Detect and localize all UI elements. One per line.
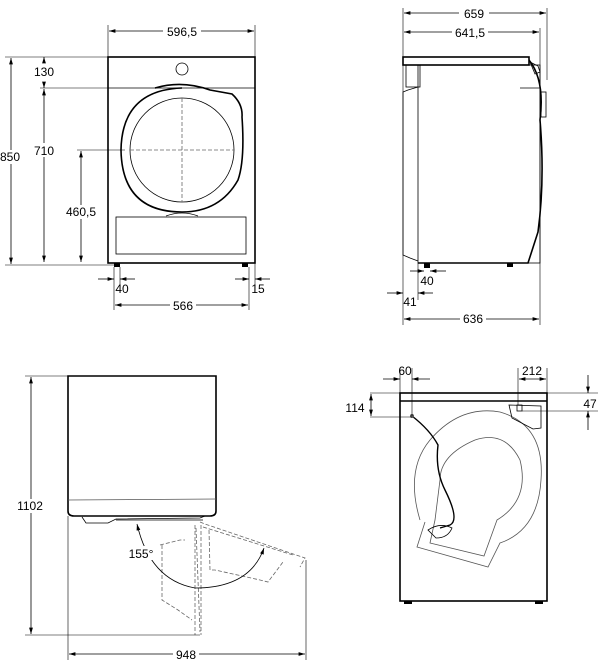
door-outline [120, 83, 244, 213]
top-panel-label: 130 [34, 65, 54, 79]
front-width-label: 596,5 [167, 25, 197, 39]
water-inlet [508, 404, 542, 430]
open-depth-label: 948 [176, 648, 196, 661]
rear-offset-label: 41 [403, 295, 417, 309]
condenser-drawer [115, 216, 247, 255]
hose-offset-label: 60 [398, 364, 412, 378]
front-view: 596,5 850 130 710 460,5 40 15 566 [0, 24, 270, 313]
inlet-height-label: 47 [583, 397, 597, 411]
side-view: 659 641,5 40 41 636 [387, 6, 548, 326]
side-foot-offset-label: 40 [420, 274, 434, 288]
depth-total-label: 659 [464, 7, 484, 21]
drain-hose [411, 415, 455, 529]
rear-view: 60 212 114 47 [345, 364, 598, 604]
door-center-label: 460,5 [66, 205, 96, 219]
inlet-offset-label: 212 [522, 364, 542, 378]
foot-span-label: 566 [173, 299, 193, 313]
depth-base-label: 636 [463, 312, 483, 326]
hose-height-label: 114 [345, 401, 364, 415]
door-open-view: 155° 1102 948 [16, 375, 307, 661]
depth-body-label: 641,5 [455, 26, 485, 40]
foot-offset-right-label: 15 [251, 282, 265, 296]
open-height-label: 1102 [17, 499, 43, 513]
door-angle-label: 155° [129, 547, 154, 561]
foot-offset-left-label: 40 [115, 282, 129, 296]
program-knob-icon [175, 62, 189, 76]
door-height-label: 710 [34, 144, 54, 158]
front-height-label: 850 [0, 150, 20, 164]
